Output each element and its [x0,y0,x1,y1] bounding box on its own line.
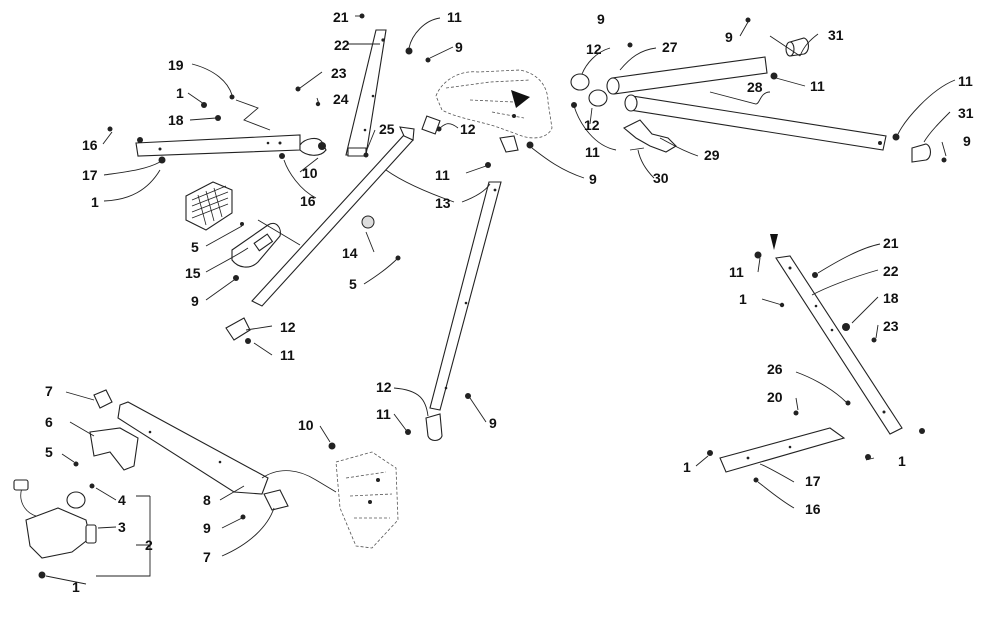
callout-21: 21 [883,235,899,251]
callout-9: 9 [963,133,971,149]
bar-13-middle [429,181,502,411]
callout-17: 17 [82,167,98,183]
callout-1: 1 [91,194,99,210]
callout-labels: 21 22 11 9 23 24 19 1 18 16 17 1 10 16 2… [45,9,974,595]
callout-1: 1 [683,459,691,475]
leader-lines [45,15,956,585]
callout-11: 11 [810,78,825,94]
callout-11: 11 [280,347,295,363]
bracket-6 [89,427,139,471]
callout-9: 9 [725,29,733,45]
callout-5: 5 [191,239,199,255]
callout-23: 23 [883,318,899,334]
callout-30: 30 [653,170,669,186]
callout-16: 16 [82,137,98,153]
callout-2: 2 [145,537,153,553]
callout-26: 26 [767,361,783,377]
bracket-7-upper [93,389,113,409]
callout-5: 5 [45,444,53,460]
callout-12: 12 [280,319,296,335]
callout-7: 7 [203,549,211,565]
callout-11: 11 [585,144,600,160]
callout-29: 29 [704,147,720,163]
bushing-31-right [911,143,932,163]
tube-27 [570,56,768,95]
bracket-7-lower [263,489,289,511]
callout-9: 9 [489,415,497,431]
callout-9: 9 [597,11,605,27]
callout-19: 19 [168,57,184,73]
callout-3: 3 [118,519,126,535]
callout-11: 11 [376,406,391,422]
bar-22-upper [345,29,387,157]
fuse-box-15 [185,181,233,231]
callout-27: 27 [662,39,678,55]
callout-9: 9 [191,293,199,309]
callout-16: 16 [805,501,821,517]
bar-8-lower [117,401,269,495]
callout-10: 10 [302,165,318,181]
callout-31: 31 [958,105,974,121]
bracket-10-upper [299,137,327,156]
bracket-29 [623,119,677,153]
callout-1: 1 [72,579,80,595]
clip-12-lower [425,413,443,442]
callout-8: 8 [203,492,211,508]
bar-22-right [770,234,903,435]
pin-30 [629,147,645,151]
callout-9: 9 [589,171,597,187]
callout-1: 1 [898,453,906,469]
callout-11: 11 [435,167,450,183]
callout-9: 9 [203,520,211,536]
bar-17-right [719,427,846,473]
callout-25: 25 [379,121,395,137]
lower-center-bracket [335,451,399,549]
callout-16: 16 [300,193,316,209]
bar-17-upper [135,134,301,157]
harness-line [261,470,337,493]
callout-9: 9 [455,39,463,55]
callout-1: 1 [176,85,184,101]
callout-21: 21 [333,9,349,25]
callout-13: 13 [435,195,451,211]
callout-22: 22 [334,37,350,53]
callout-11: 11 [729,264,744,280]
clip-12-left [225,317,251,341]
callout-22: 22 [883,263,899,279]
callout-15: 15 [185,265,201,281]
callout-23: 23 [331,65,347,81]
tube-28 [588,89,887,151]
callout-5: 5 [349,276,357,292]
callout-7: 7 [45,383,53,399]
callout-12: 12 [586,41,602,57]
callout-6: 6 [45,414,53,430]
callout-24: 24 [333,91,349,107]
callout-20: 20 [767,389,783,405]
callout-1: 1 [739,291,747,307]
callout-11: 11 [958,73,973,89]
callout-14: 14 [342,245,358,261]
callout-4: 4 [118,492,126,508]
callout-12: 12 [584,117,600,133]
callout-11: 11 [447,9,462,25]
callout-18: 18 [883,290,899,306]
bar-13-left [251,115,441,307]
bushing-31-upper [785,37,810,57]
callout-17: 17 [805,473,821,489]
callout-10: 10 [298,417,314,433]
callout-28: 28 [747,79,763,95]
callout-12: 12 [376,379,392,395]
callout-31: 31 [828,27,844,43]
part-shapes [13,29,932,559]
hardware [38,13,947,579]
callout-12: 12 [460,121,476,137]
actuator-3 [13,479,97,559]
center-upper-bracket [435,69,553,153]
callout-18: 18 [168,112,184,128]
